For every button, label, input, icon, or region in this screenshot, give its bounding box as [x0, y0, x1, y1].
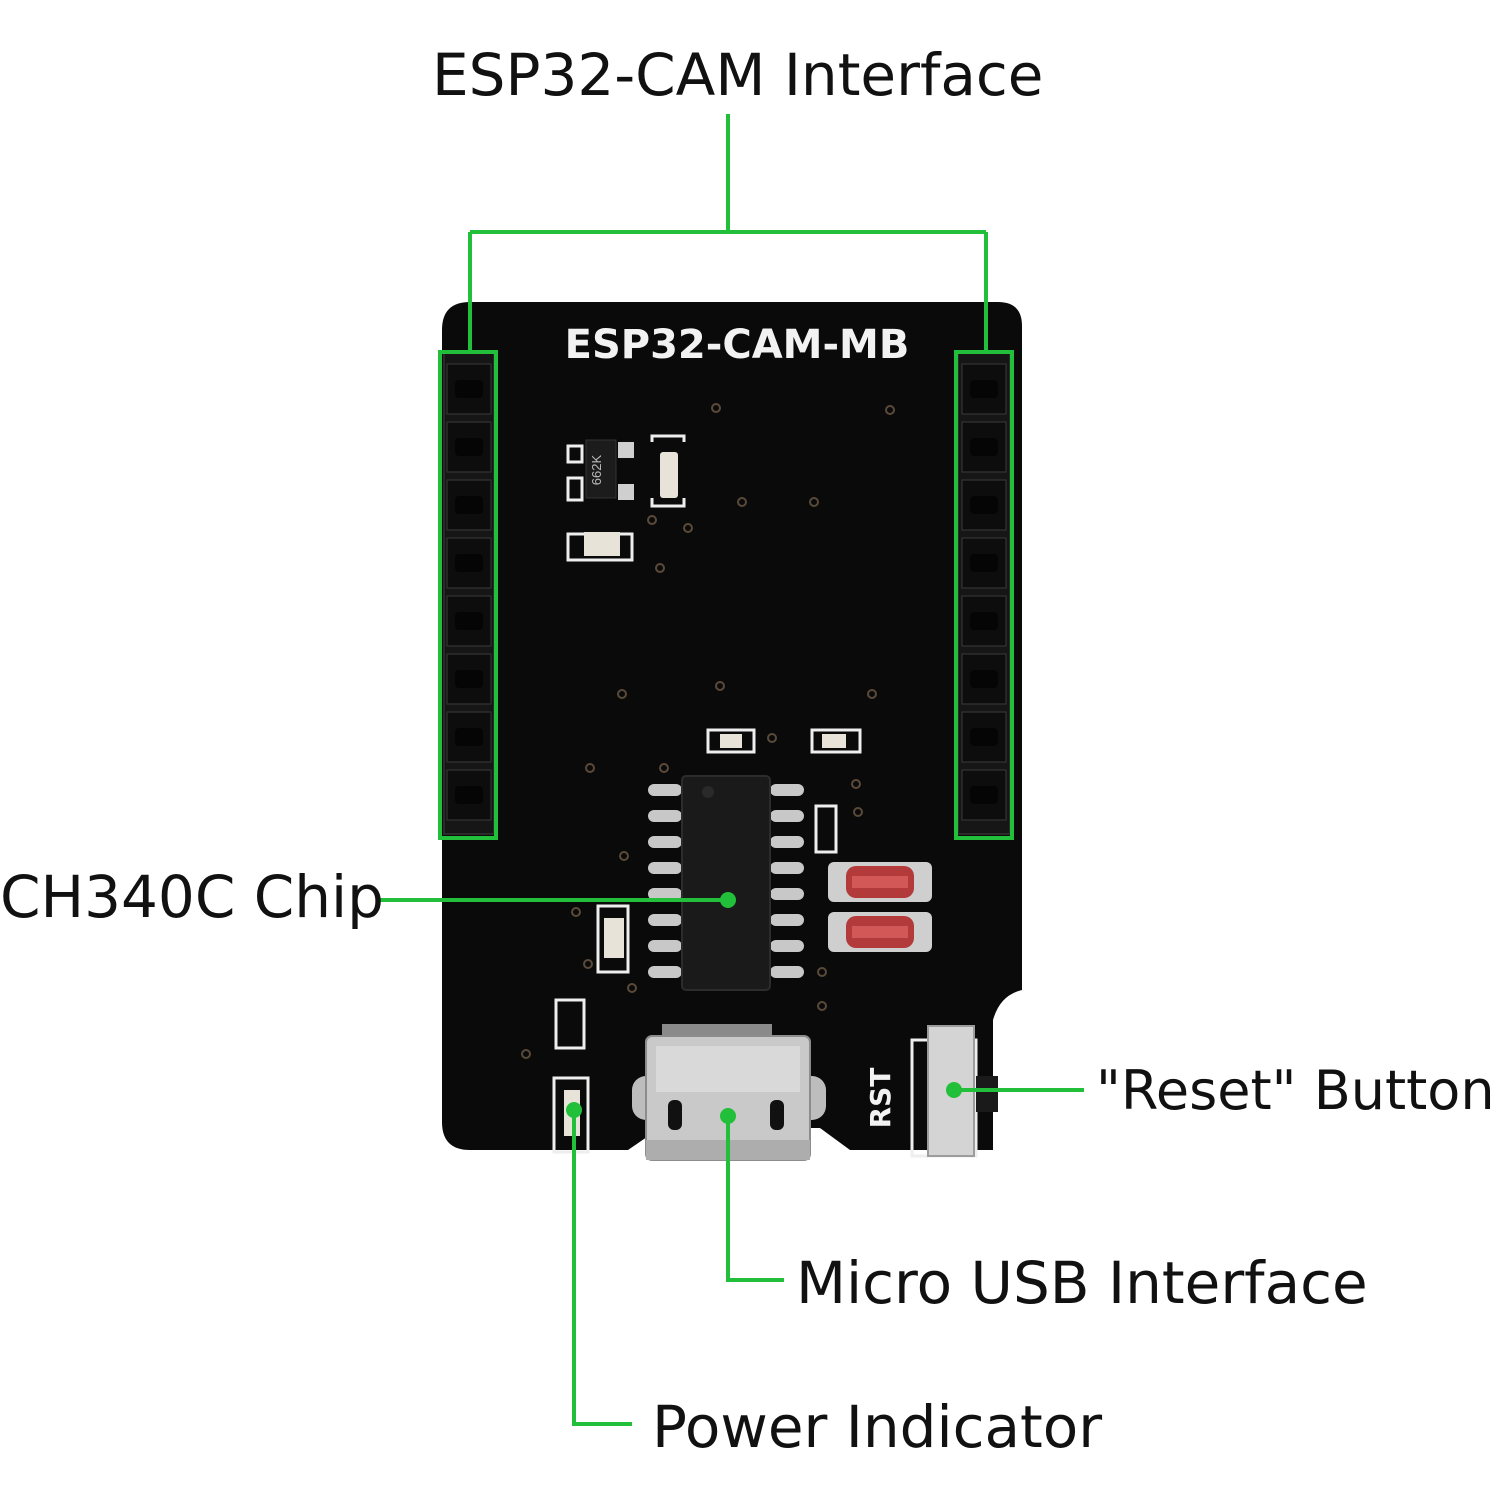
header-pin-hole — [970, 728, 998, 746]
micro-usb-connector — [632, 1024, 826, 1161]
via — [767, 733, 777, 743]
header-pin-hole — [455, 786, 483, 804]
header-pin-socket — [961, 421, 1007, 473]
esp32-interface-label: ESP32-CAM Interface — [432, 41, 1044, 109]
header-pin-hole — [455, 612, 483, 630]
header-pin-hole — [455, 554, 483, 572]
header-pin-hole — [970, 612, 998, 630]
chip-lead — [770, 914, 804, 926]
header-pin-hole — [970, 670, 998, 688]
chip-lead — [770, 888, 804, 900]
via — [655, 563, 665, 573]
callout-lines — [378, 114, 1084, 1426]
chip-lead — [648, 836, 682, 848]
micro-usb-label: Micro USB Interface — [796, 1249, 1368, 1317]
resistor-marking: 662K — [589, 454, 604, 485]
via — [737, 497, 747, 507]
header-pin-socket — [961, 769, 1007, 821]
via — [683, 523, 693, 533]
header-pin-hole — [970, 786, 998, 804]
right-pin-header — [957, 351, 1011, 835]
smd-pads — [554, 728, 862, 1050]
chip-lead — [648, 810, 682, 822]
chip-lead — [770, 966, 804, 978]
via — [571, 907, 581, 917]
via — [885, 405, 895, 415]
chip-lead — [648, 862, 682, 874]
header-pin-hole — [970, 554, 998, 572]
reset-button-label: "Reset" Button — [1096, 1059, 1495, 1122]
via — [809, 497, 819, 507]
via — [619, 851, 629, 861]
via — [711, 403, 721, 413]
via — [617, 689, 627, 699]
chip-lead — [648, 966, 682, 978]
header-pin-socket — [446, 363, 492, 415]
chip-lead — [770, 862, 804, 874]
header-pin-hole — [455, 670, 483, 688]
ch340c-chip — [648, 775, 804, 991]
via — [817, 1001, 827, 1011]
ch340c-chip-label: CH340C Chip — [0, 863, 384, 931]
via — [851, 779, 861, 789]
via — [585, 763, 595, 773]
left-pin-header — [443, 351, 495, 835]
header-pin-hole — [970, 380, 998, 398]
callout-dots — [566, 892, 962, 1124]
pcb-board — [442, 302, 1022, 1150]
red-components — [828, 862, 932, 952]
left-header-highlight — [438, 350, 498, 840]
via — [627, 983, 637, 993]
power-indicator-callout-line — [572, 1110, 632, 1426]
header-pin-hole — [455, 728, 483, 746]
chip-lead — [648, 914, 682, 926]
via — [817, 967, 827, 977]
header-pin-hole — [455, 496, 483, 514]
header-pin-hole — [970, 496, 998, 514]
rst-marking: RST — [864, 1068, 897, 1129]
power-indicator-label: Power Indicator — [652, 1393, 1103, 1461]
via — [583, 959, 593, 969]
board-silkscreen-title: ESP32-CAM-MB — [565, 322, 910, 368]
via — [715, 681, 725, 691]
chip-lead — [770, 940, 804, 952]
chip-lead — [648, 940, 682, 952]
via — [521, 1049, 531, 1059]
right-header-highlight — [954, 350, 1014, 840]
chip-lead — [770, 810, 804, 822]
via — [867, 689, 877, 699]
chip-lead — [648, 888, 682, 900]
micro-usb-callout-line — [726, 1116, 784, 1282]
esp32-interface-callout-line — [468, 114, 988, 352]
via — [853, 807, 863, 817]
header-pin-hole — [455, 438, 483, 456]
header-pin-hole — [455, 380, 483, 398]
chip-lead — [770, 836, 804, 848]
via — [647, 515, 657, 525]
chip-lead — [770, 784, 804, 796]
header-pin-hole — [970, 438, 998, 456]
smd-component-cluster: 662K — [566, 434, 686, 562]
via — [659, 763, 669, 773]
chip-lead — [648, 784, 682, 796]
